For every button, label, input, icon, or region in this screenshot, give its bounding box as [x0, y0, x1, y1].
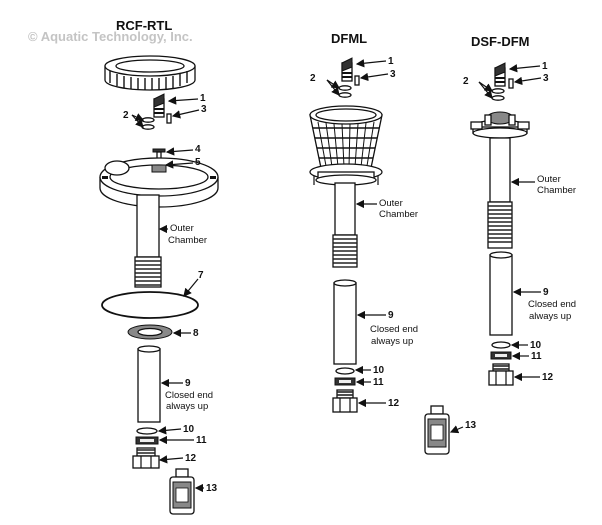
callout-10: 10	[373, 365, 385, 376]
o-ring-10	[136, 427, 158, 435]
title-dfml: DFML	[331, 31, 367, 46]
callout-12: 12	[388, 398, 400, 409]
air-relief-valve-part	[153, 93, 165, 118]
label-outer: Outer	[537, 174, 561, 185]
watermark: © Aquatic Technology, Inc.	[28, 29, 193, 44]
lubricant-bottle-part	[424, 405, 450, 455]
label-chamber: Chamber	[379, 209, 418, 220]
outer-chamber-part	[134, 194, 162, 288]
callout-10: 10	[530, 340, 542, 351]
inner-tube-part	[333, 279, 357, 365]
assembly-dsf-dfm: 1 2 3 Outer Chamber 9 Closed end always …	[424, 61, 576, 455]
grommet-11	[135, 436, 159, 445]
callout-11: 11	[373, 377, 384, 388]
lubricant-bottle-part	[169, 468, 195, 515]
o-ring-small-2	[491, 95, 505, 101]
label-always-up: always up	[371, 336, 413, 347]
callout-12: 12	[542, 372, 554, 383]
callout-10: 10	[183, 424, 195, 435]
pin-part	[166, 113, 172, 124]
assembly-rcf-rtl: 1 2 3 4 5 Outer Chamber 7 8 9 Closed end…	[99, 55, 219, 515]
tank-lid-part	[99, 157, 219, 208]
callout-3: 3	[543, 73, 549, 84]
label-outer: Outer	[170, 223, 194, 234]
callout-13: 13	[465, 420, 477, 431]
label-chamber: Chamber	[537, 185, 576, 196]
callout-2: 2	[463, 76, 469, 87]
air-relief-valve-part	[341, 57, 353, 82]
grommet-11	[334, 377, 356, 386]
callout-9: 9	[185, 378, 191, 389]
o-ring-small-2	[141, 124, 155, 130]
o-ring-small-1	[491, 88, 505, 94]
lock-ring-part	[104, 55, 196, 91]
pin-part	[508, 78, 514, 89]
label-chamber: Chamber	[168, 235, 207, 246]
callout-11: 11	[531, 351, 542, 362]
callout-2: 2	[310, 73, 316, 84]
callout-4: 4	[195, 144, 201, 155]
o-ring-small-1	[338, 85, 352, 91]
callout-12: 12	[185, 453, 197, 464]
callout-2: 2	[123, 110, 129, 121]
callout-5: 5	[195, 157, 201, 168]
inner-tube-part	[137, 345, 161, 423]
title-rcf-rtl: RCF-RTL	[116, 18, 172, 33]
outer-chamber-part	[487, 137, 513, 249]
assembly-dfml: 1 2 3 Outer Chamber 9 Closed end always …	[309, 56, 418, 413]
inner-tube-part	[489, 251, 513, 336]
o-ring-small-1	[141, 117, 155, 123]
o-ring-10	[335, 367, 355, 375]
pin-part	[354, 75, 360, 86]
bulkhead-fitting-12	[332, 389, 358, 413]
air-relief-valve-part	[494, 62, 506, 87]
basket-head-part	[309, 105, 383, 186]
title-dsf-dfm: DSF-DFM	[471, 34, 530, 49]
label-closed-end: Closed end	[370, 324, 418, 335]
callout-1: 1	[542, 61, 548, 72]
callout-8: 8	[193, 328, 199, 339]
adapter-ring-part	[127, 324, 173, 340]
label-outer: Outer	[379, 198, 403, 209]
o-ring-10	[491, 341, 511, 349]
callout-9: 9	[543, 287, 549, 298]
callout-9: 9	[388, 310, 394, 321]
outer-chamber-part	[332, 182, 358, 268]
label-closed-end: Closed end	[528, 299, 576, 310]
label-always-up: always up	[529, 311, 571, 322]
bulkhead-fitting-12	[132, 447, 160, 469]
callout-3: 3	[390, 69, 396, 80]
callout-13: 13	[206, 483, 218, 494]
filter-head-part	[470, 111, 530, 139]
callout-7: 7	[198, 270, 204, 281]
o-ring-small-2	[338, 92, 352, 98]
label-always-up: always up	[166, 401, 208, 412]
bulkhead-fitting-12	[488, 363, 514, 386]
label-closed-end: Closed end	[165, 390, 213, 401]
callout-1: 1	[388, 56, 394, 67]
grommet-11	[490, 351, 512, 360]
tank-o-ring-part	[101, 291, 199, 319]
callout-11: 11	[196, 435, 207, 446]
callout-3: 3	[201, 104, 207, 115]
callout-1: 1	[200, 93, 206, 104]
